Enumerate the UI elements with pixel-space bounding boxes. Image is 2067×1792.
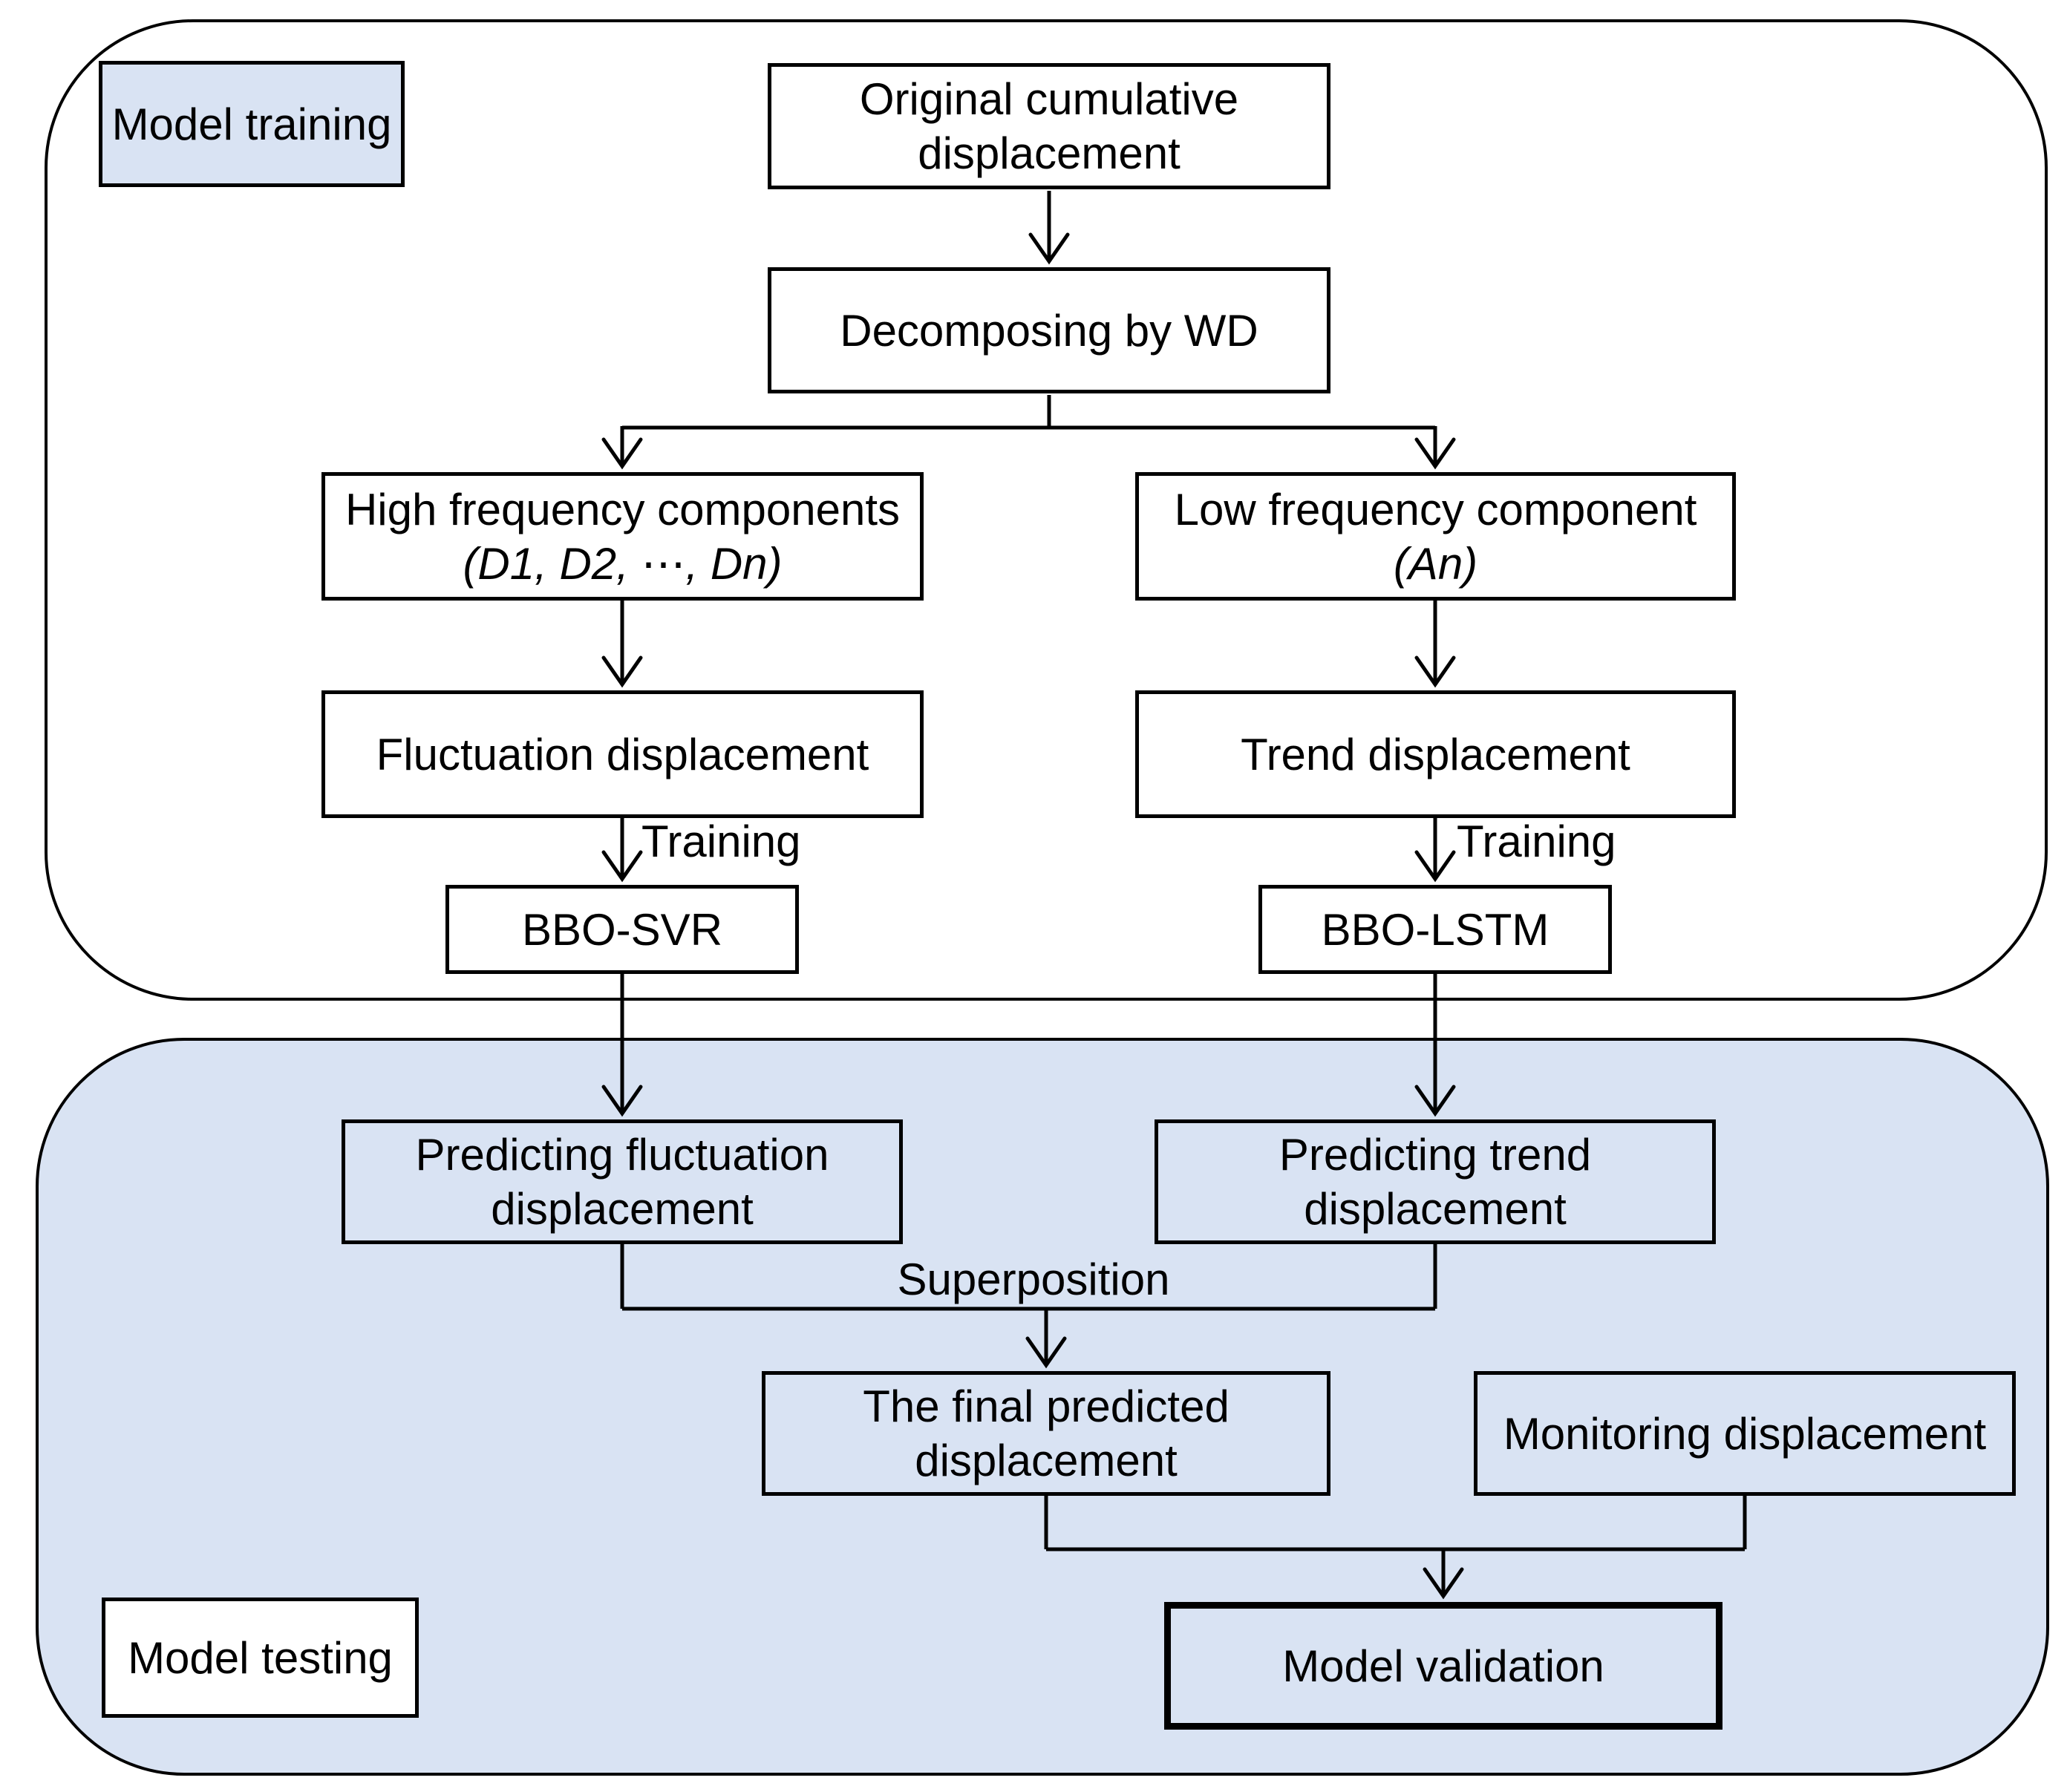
node-high-frequency-components: High frequency components (D1, D2, ⋯, Dn… <box>321 472 924 601</box>
node-text: (An) <box>1393 538 1478 589</box>
node-text: Model validation <box>1282 1641 1604 1691</box>
node-text: High frequency components <box>344 484 901 534</box>
node-predicting-trend-displacement: Predicting trend displacement <box>1155 1119 1716 1244</box>
node-text: The final predicted <box>863 1381 1230 1431</box>
edge-label-training-left: Training <box>641 817 801 866</box>
node-bbo-svr: BBO-SVR <box>445 885 799 974</box>
node-bbo-lstm: BBO-LSTM <box>1258 885 1612 974</box>
node-original-cumulative-displacement: Original cumulative displacement <box>768 63 1330 189</box>
node-predicting-fluctuation-displacement: Predicting fluctuation displacement <box>342 1119 903 1244</box>
node-text: Trend displacement <box>1241 729 1630 779</box>
node-decomposing-by-wd: Decomposing by WD <box>768 267 1330 393</box>
node-text: displacement <box>1304 1184 1567 1234</box>
node-trend-displacement: Trend displacement <box>1135 690 1736 818</box>
model-testing-label: Model testing <box>102 1598 419 1718</box>
node-model-validation: Model validation <box>1164 1602 1722 1730</box>
node-text: BBO-LSTM <box>1321 904 1550 955</box>
node-text: BBO-SVR <box>521 904 723 955</box>
model-training-label: Model training <box>99 61 405 187</box>
node-monitoring-displacement: Monitoring displacement <box>1474 1371 2016 1496</box>
node-text: Monitoring displacement <box>1503 1408 1987 1459</box>
node-text: displacement <box>491 1184 754 1234</box>
node-final-predicted-displacement: The final predicted displacement <box>762 1371 1330 1496</box>
node-text: Decomposing by WD <box>840 305 1258 356</box>
node-text: Predicting fluctuation <box>415 1130 829 1180</box>
node-text: (D1, D2, ⋯, Dn) <box>463 538 783 589</box>
node-text: displacement <box>918 128 1181 178</box>
node-fluctuation-displacement: Fluctuation displacement <box>321 690 924 818</box>
model-training-label-text: Model training <box>111 99 392 149</box>
node-text: displacement <box>915 1436 1178 1485</box>
node-text: Original cumulative <box>859 74 1239 124</box>
edge-label-superposition: Superposition <box>897 1255 1170 1304</box>
node-text: Predicting trend <box>1279 1130 1592 1180</box>
edge-label-training-right: Training <box>1457 817 1616 866</box>
node-text: Fluctuation displacement <box>376 729 869 779</box>
node-low-frequency-component: Low frequency component (An) <box>1135 472 1736 601</box>
node-text: Low frequency component <box>1174 484 1697 534</box>
model-testing-label-text: Model testing <box>128 1632 393 1683</box>
